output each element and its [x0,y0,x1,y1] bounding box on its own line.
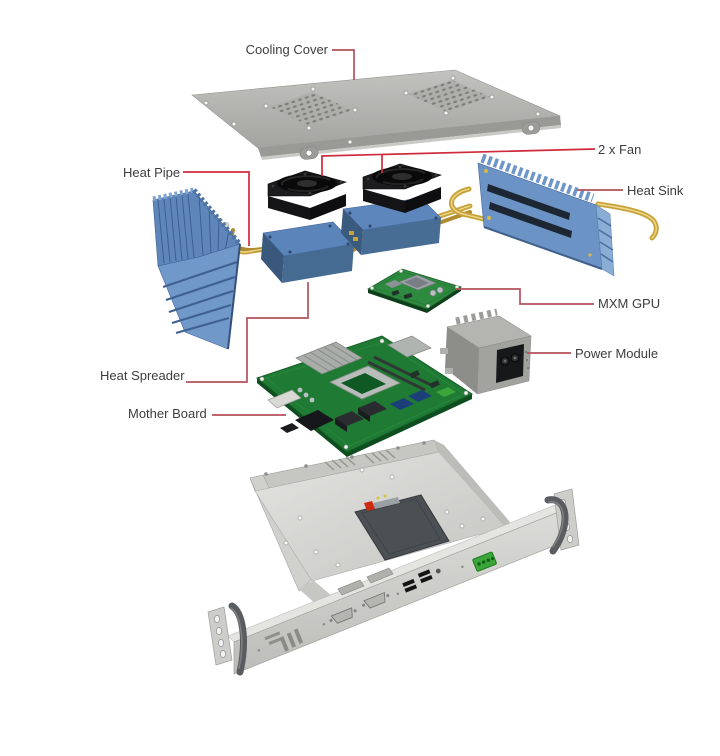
label-heat-sink: Heat Sink [627,183,684,198]
heat-sink-right [477,153,615,277]
vent-pattern-left [270,92,352,126]
heat-sink-left [152,187,241,350]
heat-spreader-part [261,197,442,283]
chassis-part [207,439,580,676]
handle-left [228,602,247,676]
front-panel-connectors [257,551,497,652]
usb3-ports [390,398,414,410]
cover-mounting-ears [299,121,541,160]
power-connector [496,344,524,383]
usb-stack [295,410,334,431]
motherboard-part [255,335,474,457]
label-cooling-cover: Cooling Cover [245,42,328,57]
ethernet-ports [335,411,364,426]
label-power-module: Power Module [575,346,659,361]
leader-lines [183,49,623,416]
leader-fans [321,148,596,176]
label-mxm-gpu: MXM GPU [598,296,661,311]
label-heat-spreader: Heat Spreader [100,368,185,383]
vent-pattern-right [408,80,490,112]
chassis-standoffs [283,467,486,568]
cooling-cover-part [191,69,562,160]
mxm-gpu-part [367,268,462,313]
fan-left [267,170,347,220]
fan-right [362,163,442,213]
leader-cooling-cover [332,49,355,80]
handle-right [544,496,569,555]
chassis-vents [324,449,396,471]
label-fans: 2 x Fan [598,142,642,157]
power-module-part [440,308,532,395]
label-heat-pipe: Heat Pipe [123,165,181,180]
chassis-drive-plate [354,494,450,561]
leader-heat-spreader [186,282,309,383]
label-mother-board: Mother Board [128,406,207,421]
rack-ear-left [207,606,233,666]
leader-heat-pipe [183,171,250,246]
leader-mxm-gpu [456,288,594,305]
